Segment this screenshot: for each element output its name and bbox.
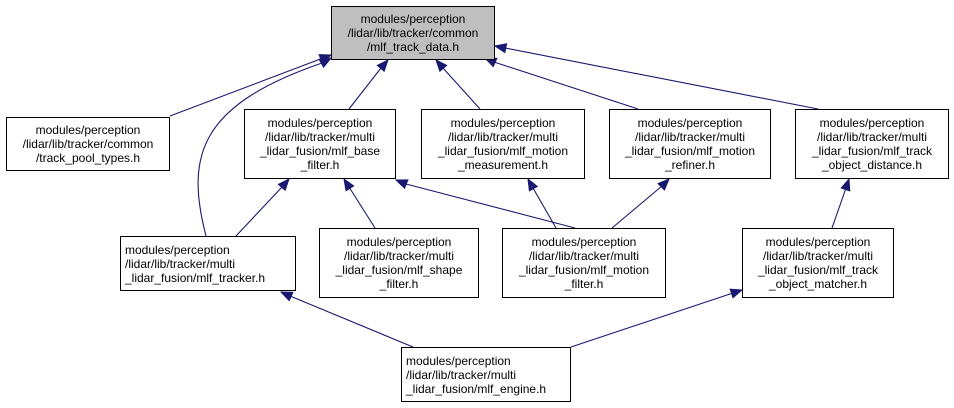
node-mlf-track-object-distance[interactable]: modules/perception /lidar/lib/tracker/mu… <box>795 109 949 179</box>
node-mlf-motion-measurement[interactable]: modules/perception /lidar/lib/tracker/mu… <box>421 109 585 179</box>
node-line: /lidar/lib/tracker/multi <box>125 256 236 271</box>
node-line: modules/perception <box>531 235 637 249</box>
edge-mlf_motion_refiner-to-mlf_track_data <box>483 57 639 110</box>
node-line: _filter.h <box>379 277 419 291</box>
node-mlf-motion-filter[interactable]: modules/perception /lidar/lib/tracker/mu… <box>502 228 666 298</box>
arrow-head-icon <box>279 291 294 302</box>
node-line: /lidar/lib/tracker/common <box>347 26 479 40</box>
edge-line <box>831 187 847 229</box>
node-mlf-track-data: modules/perception /lidar/lib/tracker/co… <box>331 6 495 60</box>
edge-line <box>235 186 283 237</box>
arrow-head-icon <box>376 59 389 73</box>
node-line: _lidar_fusion/mlf_motion <box>518 263 650 277</box>
node-line: modules/perception <box>637 116 743 130</box>
node-line: _object_matcher.h <box>768 277 868 291</box>
arrow-head-icon <box>435 59 448 73</box>
edge-line <box>442 67 481 110</box>
node-line: modules/perception <box>450 116 556 130</box>
node-line: modules/perception <box>765 235 871 249</box>
node-mlf-base-filter[interactable]: modules/perception /lidar/lib/tracker/mu… <box>244 109 396 179</box>
edge-mlf_motion_filter-to-mlf_motion_refiner <box>611 178 670 229</box>
edge-mlf_engine-to-mlf_track_object_matcher <box>570 288 744 348</box>
node-mlf-engine[interactable]: modules/perception /lidar/lib/tracker/mu… <box>401 347 571 402</box>
arrow-head-icon <box>318 57 333 69</box>
arrow-head-icon <box>394 179 409 190</box>
node-line: _lidar_fusion/mlf_engine.h <box>406 381 547 396</box>
node-line: _lidar_fusion/mlf_track <box>757 263 879 277</box>
edge-track_pool_types-to-mlf_track_data <box>169 54 333 117</box>
node-line: modules/perception <box>35 123 141 137</box>
node-line: modules/perception <box>360 12 466 26</box>
edge-line <box>570 292 734 348</box>
edge-line <box>493 61 639 110</box>
edge-mlf_shape_filter-to-mlf_base_filter <box>343 177 376 229</box>
node-track-pool-types[interactable]: modules/perception /lidar/lib/tracker/co… <box>6 117 170 171</box>
edge-line <box>197 62 323 237</box>
node-line: _measurement.h <box>457 158 549 172</box>
edge-mlf_track_object_matcher-to-mlf_track_object_distance <box>831 177 851 229</box>
node-line: /lidar/lib/tracker/multi <box>447 130 559 144</box>
node-line: modules/perception <box>346 235 452 249</box>
arrow-head-icon <box>527 177 539 192</box>
node-line: _lidar_fusion/mlf_base <box>259 144 381 158</box>
node-line: _lidar_fusion/mlf_motion <box>624 144 756 158</box>
node-mlf-motion-refiner[interactable]: modules/perception /lidar/lib/tracker/mu… <box>609 109 771 179</box>
edge-line <box>348 67 382 110</box>
node-line: _lidar_fusion/mlf_shape <box>335 263 463 277</box>
arrow-head-icon <box>343 177 355 192</box>
arrow-head-icon <box>729 288 744 299</box>
node-mlf-track-object-matcher[interactable]: modules/perception /lidar/lib/tracker/mu… <box>742 228 894 298</box>
edge-mlf_tracker-to-mlf_base_filter <box>235 178 290 237</box>
node-line: _refiner.h <box>664 158 716 172</box>
node-line: _lidar_fusion/mlf_track <box>811 144 933 158</box>
edge-mlf_tracker-to-mlf_track_data <box>197 57 333 237</box>
edge-line <box>169 57 324 117</box>
edge-line <box>504 47 819 110</box>
node-line: /lidar/lib/tracker/multi <box>634 130 746 144</box>
node-line: /lidar/lib/tracker/multi <box>264 130 376 144</box>
node-line: modules/perception <box>406 353 511 368</box>
edge-mlf_base_filter-to-mlf_track_data <box>348 59 389 110</box>
edge-mlf_motion_measurement-to-mlf_track_data <box>435 59 481 110</box>
node-line: /mlf_track_data.h <box>366 40 460 54</box>
node-line: _lidar_fusion/mlf_tracker.h <box>125 270 266 285</box>
node-mlf-shape-filter[interactable]: modules/perception /lidar/lib/tracker/mu… <box>319 228 479 298</box>
node-line: modules/perception <box>267 116 373 130</box>
node-line: _lidar_fusion/mlf_motion <box>437 144 569 158</box>
node-line: /lidar/lib/tracker/multi <box>762 249 874 263</box>
arrow-head-icon <box>840 177 851 192</box>
node-line: _object_distance.h <box>821 158 923 172</box>
node-line: modules/perception <box>819 116 925 130</box>
node-line: /lidar/lib/tracker/multi <box>528 249 640 263</box>
edge-mlf_motion_filter-to-mlf_motion_measurement <box>527 177 557 229</box>
edge-line <box>611 185 663 229</box>
node-line: _filter.h <box>564 277 604 291</box>
edge-line <box>532 187 557 229</box>
node-line: modules/perception <box>125 242 230 257</box>
edge-mlf_motion_filter-to-mlf_base_filter <box>394 179 576 229</box>
node-line: /track_pool_types.h <box>35 151 141 165</box>
edge-line <box>289 295 414 348</box>
edge-line <box>348 186 376 229</box>
node-line: /lidar/lib/tracker/multi <box>406 367 517 382</box>
node-line: /lidar/lib/tracker/multi <box>343 249 455 263</box>
arrow-head-icon <box>277 178 290 192</box>
arrow-head-icon <box>493 43 508 54</box>
node-line: /lidar/lib/tracker/common <box>22 137 154 151</box>
edge-mlf_engine-to-mlf_tracker <box>279 291 414 348</box>
node-line: _filter.h <box>300 158 340 172</box>
edge-mlf_track_object_distance-to-mlf_track_data <box>493 43 819 110</box>
edge-line <box>405 183 576 229</box>
node-mlf-tracker[interactable]: modules/perception /lidar/lib/tracker/mu… <box>120 236 296 291</box>
node-line: /lidar/lib/tracker/multi <box>816 130 928 144</box>
arrow-head-icon <box>657 178 670 191</box>
